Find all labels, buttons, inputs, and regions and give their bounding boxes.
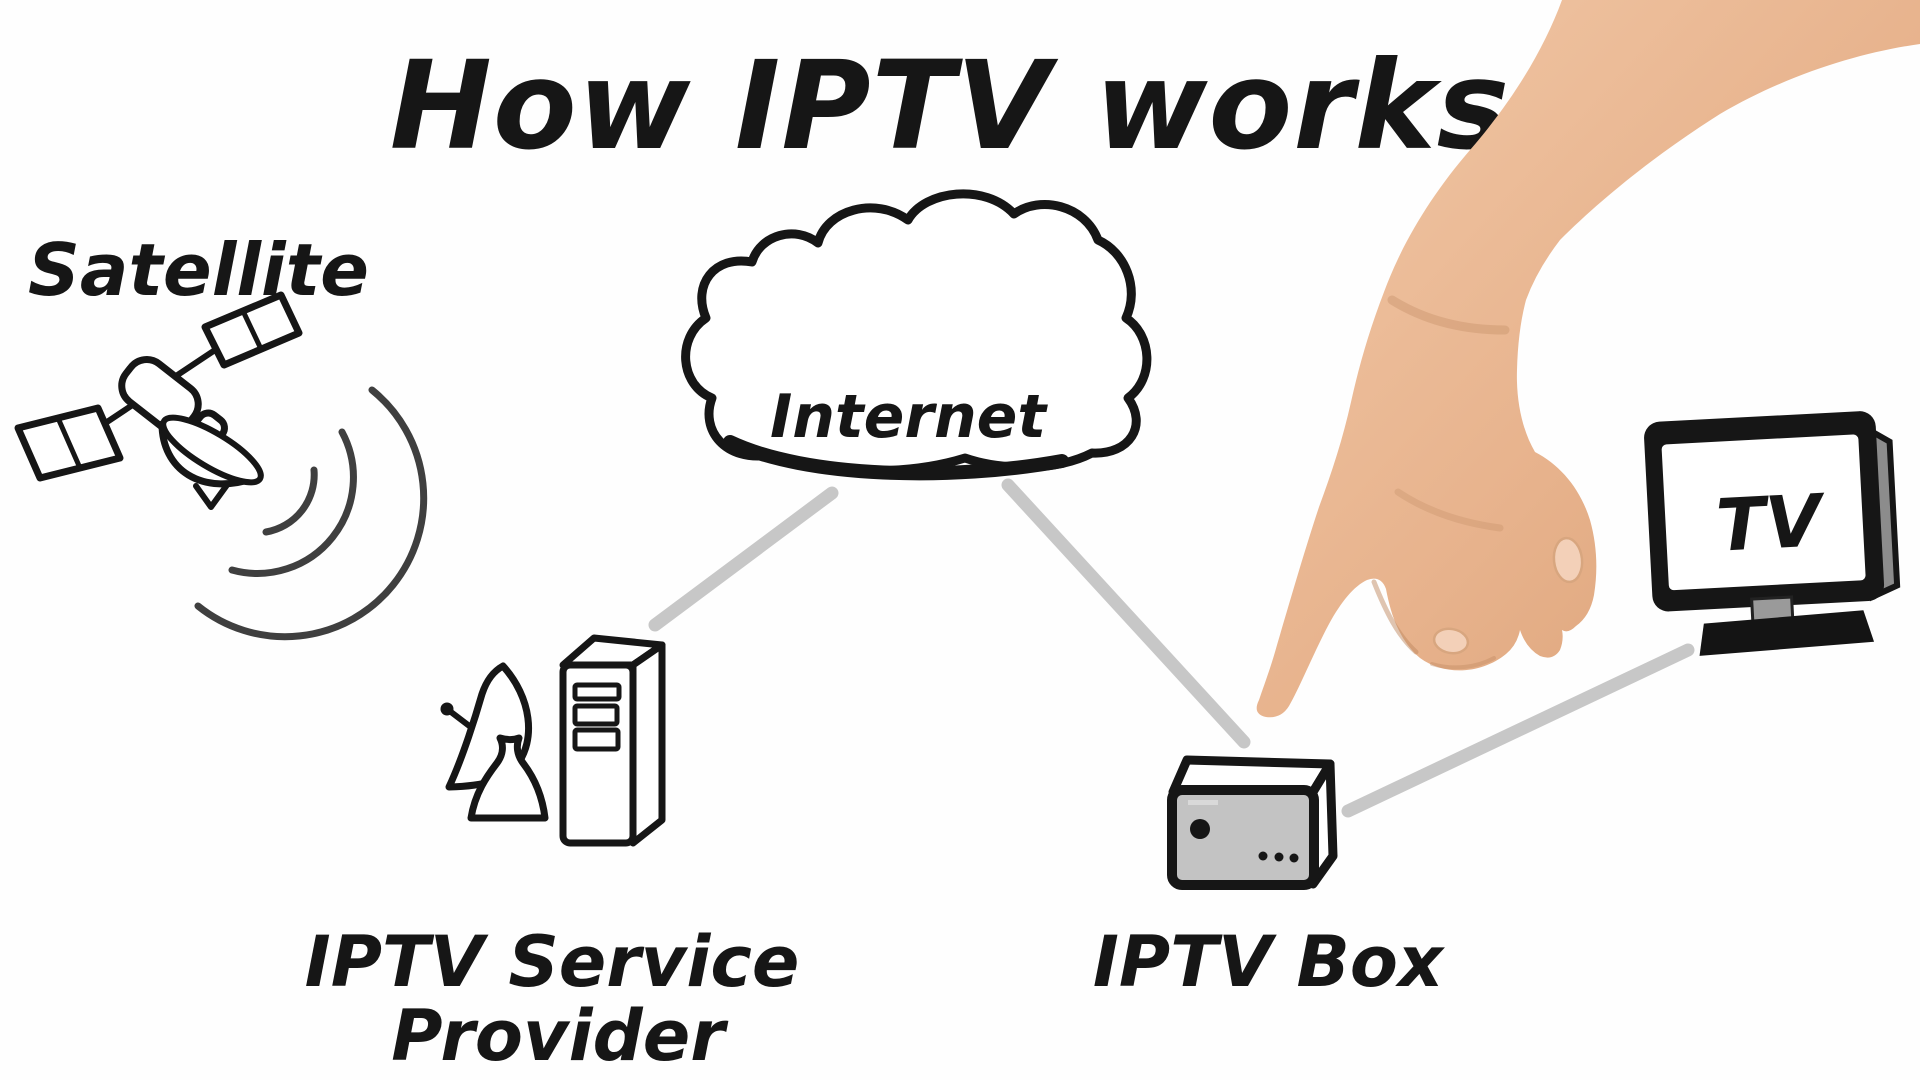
box-label: IPTV Box — [1093, 921, 1445, 1003]
connector-lines — [648, 478, 1695, 818]
internet-label: Internet — [770, 382, 1048, 452]
provider-label-line1: IPTV Service — [305, 921, 800, 1003]
satellite-signal-waves-icon — [194, 386, 428, 641]
finger-nails — [1432, 536, 1584, 655]
provider-label-line2: Provider — [391, 995, 729, 1077]
provider-node: IPTV Service Provider — [305, 634, 800, 1077]
iptv-box-icon — [1167, 755, 1338, 890]
tv-stand-base — [1699, 610, 1875, 656]
box-power-led-icon — [1190, 819, 1210, 839]
tv-screen — [1661, 434, 1866, 591]
internet-cloud-icon — [681, 189, 1152, 481]
page-title: How IPTV works — [390, 35, 1510, 177]
box-vent-dots-icon — [1258, 851, 1299, 863]
satellite-icon — [14, 291, 428, 641]
connector-box-to-tv — [1341, 643, 1695, 818]
satellite-dish-icon — [440, 662, 549, 822]
satellite-node: Satellite — [14, 228, 428, 641]
hand-arm-shape — [1256, 0, 1920, 718]
server-icon — [559, 634, 666, 847]
box-label-mark — [1188, 800, 1218, 805]
connector-internet-to-provider — [648, 486, 839, 632]
hand-creases — [1371, 295, 1510, 670]
tv-icon — [1644, 411, 1901, 656]
iptv-box-node: IPTV Box — [1093, 755, 1445, 1003]
satellite-label: Satellite — [28, 228, 369, 312]
tv-screen-label: TV — [1714, 478, 1828, 568]
pointing-hand — [1256, 0, 1920, 718]
internet-node: Internet — [681, 189, 1152, 481]
connector-internet-to-box — [1001, 478, 1251, 749]
tv-node: TV — [1644, 411, 1901, 656]
